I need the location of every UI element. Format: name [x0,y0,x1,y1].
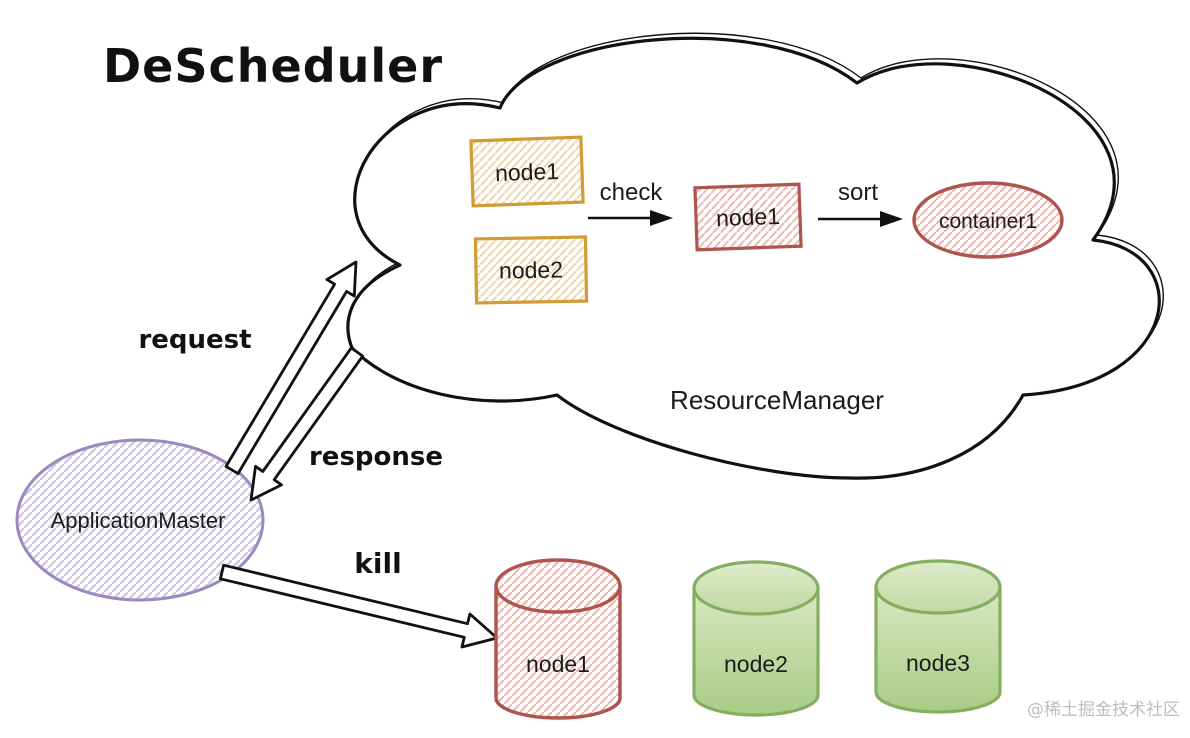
red-node1-box: node1 [693,182,803,252]
yellow-node1-box: node1 [469,135,585,208]
red-node1-rect [693,182,803,252]
resource-manager-label: ResourceManager [670,385,884,415]
node1-cylinder: node1 [494,558,622,720]
sort-arrow [818,211,903,227]
node3-cylinder-body [874,587,1002,714]
node2-cylinder-body [692,588,820,717]
check-label: check [600,179,664,206]
watermark: @稀土掘金技术社区 [1027,700,1180,720]
node1-cylinder-top [494,558,622,614]
container1-label: container1 [939,210,1037,233]
container1-ellipse: container1 [912,181,1064,259]
yellow-node2-label: node2 [499,256,563,283]
sort-label: sort [838,179,878,206]
request-label: request [138,325,251,355]
response-label: response [309,442,443,472]
yellow-node1-rect [469,135,585,208]
node2-cylinder-label: node2 [724,651,788,677]
request-arrow [224,260,358,476]
node2-cylinder-top [692,560,820,616]
red-node1-label: node1 [716,203,781,231]
node3-cylinder: node3 [874,559,1002,714]
page-title: DeScheduler [103,39,443,93]
kill-label: kill [354,547,401,580]
node3-cylinder-label: node3 [906,650,970,676]
check-arrowhead-icon [650,210,673,226]
container1-shape [912,181,1064,259]
node3-cylinder-top [874,559,1002,615]
application-master-shape [15,438,265,602]
application-master-ellipse: ApplicationMaster [15,438,265,602]
node1-cylinder-body [494,586,622,720]
yellow-node2-rect [473,235,589,305]
sort-arrowhead-icon [880,211,903,227]
kill-arrow [218,563,499,649]
application-master-label: ApplicationMaster [51,508,226,533]
yellow-node2-box: node2 [473,235,589,305]
response-arrow [249,346,365,502]
node1-cylinder-label: node1 [526,651,590,677]
node2-cylinder: node2 [692,560,820,717]
check-arrow [588,210,673,226]
yellow-node1-label: node1 [495,158,560,186]
